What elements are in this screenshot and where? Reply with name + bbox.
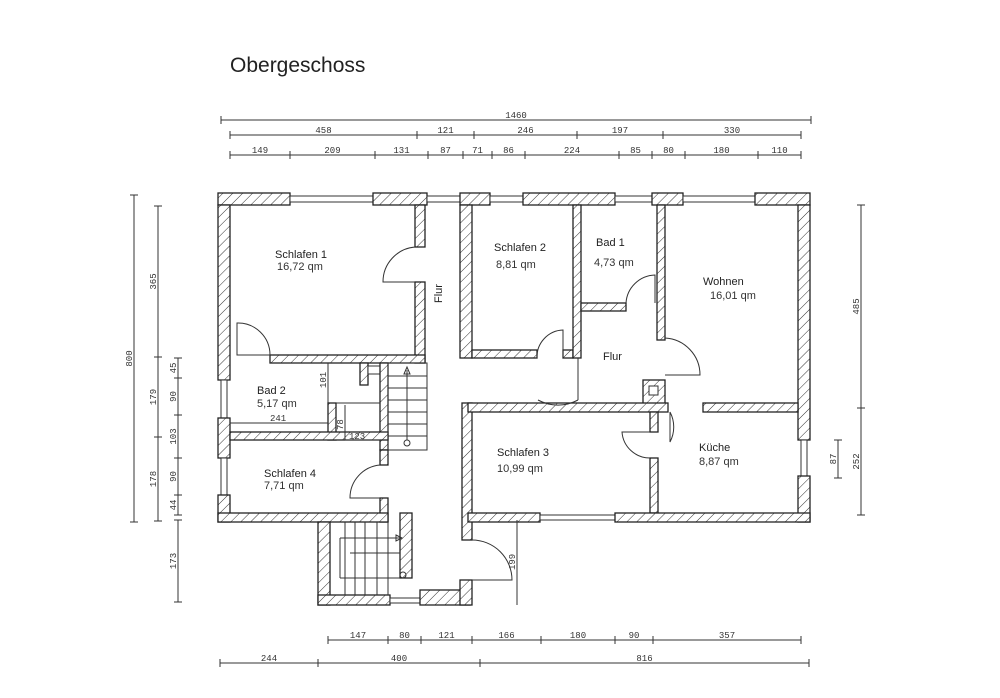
dim-label: 1460 — [505, 111, 527, 121]
room-name: Bad 2 — [257, 385, 286, 397]
dim-label: 179 — [149, 389, 159, 405]
inner-dimensions: 101 241 78 123 199 — [270, 372, 518, 605]
dim-label: 166 — [498, 631, 514, 641]
dim-label: 71 — [472, 146, 483, 156]
room-area: 7,71 qm — [264, 480, 304, 492]
stairs-lower — [339, 522, 407, 595]
dim-label: 87 — [440, 146, 451, 156]
dim-label: 121 — [438, 631, 454, 641]
dim-label: 246 — [517, 126, 533, 136]
dim-label: 241 — [270, 414, 286, 424]
stairs-upper — [387, 362, 428, 451]
room-name: Bad 1 — [596, 237, 625, 249]
dim-label: 45 — [169, 363, 179, 374]
room-area: 4,73 qm — [594, 257, 634, 269]
dim-label: 149 — [252, 146, 268, 156]
dim-label: 103 — [169, 428, 179, 444]
dim-label: 244 — [261, 654, 277, 664]
dim-label: 85 — [630, 146, 641, 156]
room-area: 8,87 qm — [699, 456, 739, 468]
dim-label: 90 — [169, 471, 179, 482]
page-title: Obergeschoss — [230, 54, 366, 77]
dim-label: 123 — [349, 432, 365, 442]
dim-label: 80 — [399, 631, 410, 641]
dim-label: 110 — [771, 146, 787, 156]
dim-label: 90 — [169, 391, 179, 402]
dim-label: 209 — [324, 146, 340, 156]
dim-label: 44 — [169, 500, 179, 511]
room-area: 5,17 qm — [257, 398, 297, 410]
dim-label: 365 — [149, 273, 159, 289]
room-area: 16,72 qm — [277, 261, 323, 273]
dim-label: 86 — [503, 146, 514, 156]
dim-label: 816 — [636, 654, 652, 664]
room-name: Schlafen 4 — [264, 468, 316, 480]
room-area: 8,81 qm — [496, 259, 536, 271]
dim-label: 180 — [570, 631, 586, 641]
room-area: 10,99 qm — [497, 463, 543, 475]
dim-label: 224 — [564, 146, 580, 156]
dim-label: 178 — [149, 471, 159, 487]
dim-label: 485 — [852, 298, 862, 314]
room-name: Schlafen 2 — [494, 242, 546, 254]
dim-label: 252 — [852, 453, 862, 469]
dim-label: 800 — [125, 350, 135, 366]
dim-label: 78 — [336, 419, 346, 430]
room-area: 16,01 qm — [710, 290, 756, 302]
room-name: Schlafen 3 — [497, 447, 549, 459]
dim-label: 121 — [437, 126, 453, 136]
dim-label: 147 — [350, 631, 366, 641]
dim-label: 330 — [724, 126, 740, 136]
dim-label: 90 — [629, 631, 640, 641]
room-name: Schlafen 1 — [275, 249, 327, 261]
room-labels: Schlafen 1 16,72 qm Schlafen 2 8,81 qm B… — [257, 237, 756, 492]
dim-label: 80 — [663, 146, 674, 156]
dim-label: 101 — [319, 372, 329, 388]
hall-label: Flur — [603, 351, 622, 363]
dim-label: 180 — [713, 146, 729, 156]
dim-label: 458 — [315, 126, 331, 136]
dim-label: 199 — [508, 554, 518, 570]
dim-label: 357 — [719, 631, 735, 641]
doors: {{ "" }} — [236, 246, 701, 581]
dim-label: 197 — [612, 126, 628, 136]
room-name: Küche — [699, 442, 730, 454]
walls — [217, 192, 811, 606]
dim-label: 400 — [391, 654, 407, 664]
dim-label: 173 — [169, 553, 179, 569]
room-name: Wohnen — [703, 276, 744, 288]
dim-label: 87 — [829, 454, 839, 465]
hall-label: Flur — [433, 284, 445, 303]
dimension-lines: 1460 458 121 246 197 330 149 209 131 87 71 86 224 85 8… — [125, 111, 865, 667]
dim-label: 131 — [393, 146, 409, 156]
